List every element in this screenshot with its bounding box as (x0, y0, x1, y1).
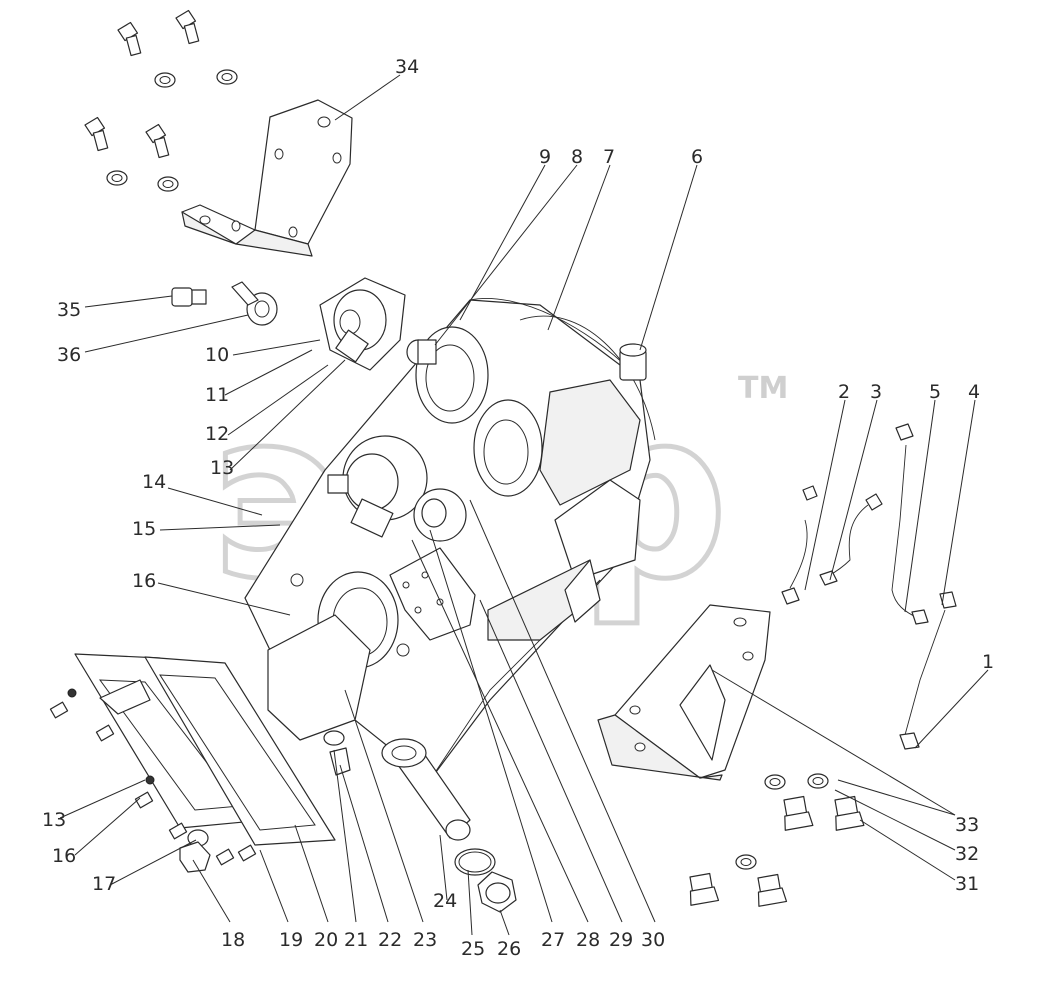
callout-27: 27 (541, 929, 565, 951)
callout-20: 20 (314, 929, 338, 951)
callout-29: 29 (609, 929, 633, 951)
callout-35: 35 (57, 299, 81, 321)
callout-5: 5 (929, 381, 941, 403)
pipe-5 (891, 423, 929, 625)
callout-1: 1 (982, 651, 994, 673)
callout-24: 24 (433, 890, 457, 912)
callout-17: 17 (92, 873, 116, 895)
callout-13: 13 (210, 457, 234, 479)
bushing-9 (406, 339, 437, 365)
callout-15: 15 (132, 518, 156, 540)
cover-plate-19 (74, 653, 266, 829)
callout-25: 25 (461, 938, 485, 960)
callout-26: 26 (497, 938, 521, 960)
callout-12: 12 (205, 423, 229, 445)
bolt-set-lower-right (689, 773, 865, 907)
bearing-cover-middle (327, 435, 428, 538)
callout-9: 9 (539, 146, 551, 168)
eye-bolt-36 (231, 281, 278, 326)
callout-8: 8 (571, 146, 583, 168)
pipe-2 (781, 485, 818, 605)
callout-19: 19 (279, 929, 303, 951)
bolt-set-left (49, 688, 257, 866)
callout-labels: 1 2 3 4 5 6 7 8 9 10 11 12 13 14 15 16 1… (42, 56, 994, 960)
bracket-34 (181, 99, 353, 257)
pipe-3 (819, 493, 883, 586)
callout-6: 6 (691, 146, 703, 168)
callout-3: 3 (870, 381, 882, 403)
callout-23: 23 (413, 929, 437, 951)
callout-34: 34 (395, 56, 419, 78)
callout-14: 14 (142, 471, 166, 493)
bearing-cover-10 (319, 277, 406, 371)
watermark-tm: TM (738, 371, 788, 406)
callout-7: 7 (603, 146, 615, 168)
gasket-20 (144, 656, 336, 846)
callout-2: 2 (838, 381, 850, 403)
callout-36: 36 (57, 344, 81, 366)
callout-11: 11 (205, 384, 229, 406)
breather-6 (619, 343, 647, 381)
callout-16-left: 16 (52, 845, 76, 867)
tube-24 (381, 738, 471, 841)
callout-22: 22 (378, 929, 402, 951)
pipe-4 (899, 591, 957, 750)
callout-32: 32 (955, 843, 979, 865)
plug-35 (171, 287, 207, 307)
callout-18: 18 (221, 929, 245, 951)
callout-10: 10 (205, 344, 229, 366)
plate-28 (389, 547, 476, 641)
callout-30: 30 (641, 929, 665, 951)
leader-lines (59, 74, 989, 936)
callout-13-left: 13 (42, 809, 66, 831)
drain-plug-26 (477, 871, 517, 913)
callout-33: 33 (955, 814, 979, 836)
plug-21-22 (323, 730, 351, 776)
callout-21: 21 (344, 929, 368, 951)
callout-28: 28 (576, 929, 600, 951)
breather-18 (179, 829, 211, 873)
o-ring-25 (454, 848, 496, 876)
small-cover-27 (413, 488, 467, 542)
bolt-set-top-left (84, 9, 238, 192)
bracket-33 (597, 604, 771, 781)
callout-31: 31 (955, 873, 979, 895)
callout-4: 4 (968, 381, 980, 403)
callout-16: 16 (132, 570, 156, 592)
